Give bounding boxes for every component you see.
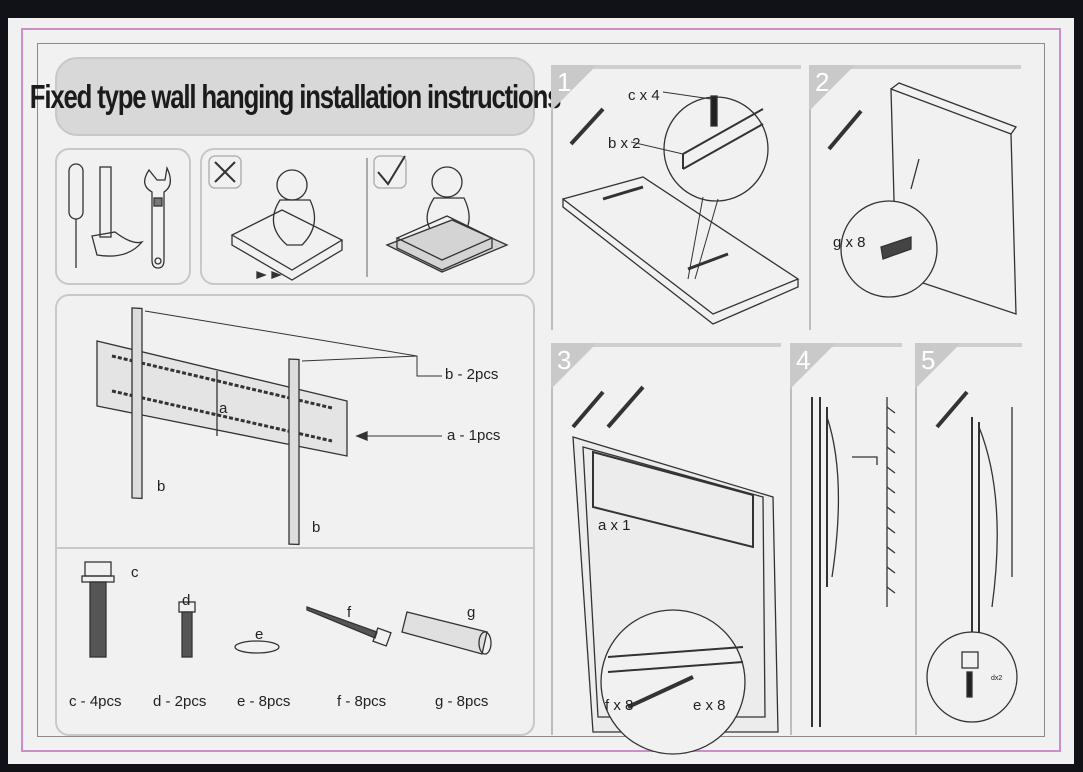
page-title: Fixed type wall hanging installation ins… [29, 77, 562, 115]
anchor-g-icon [401, 611, 492, 655]
screw-f-icon [306, 606, 392, 647]
callout-e-x8: e x 8 [693, 697, 726, 714]
wall-bracket-diagram [96, 307, 442, 546]
instruction-sheet: Fixed type wall hanging installation ins… [8, 18, 1074, 764]
step-number: 1 [557, 67, 572, 97]
step-2-illustration [827, 82, 1018, 315]
pink-border [21, 28, 1061, 752]
part-b-mark: b [157, 478, 166, 495]
step-number: 3 [557, 345, 572, 375]
hammer-icon [91, 166, 144, 257]
step-number: 2 [815, 67, 830, 97]
step-5-illustration [926, 390, 1018, 723]
step-4-panel: 4 [790, 343, 902, 735]
screwdriver-icon [68, 163, 84, 268]
step-2-panel: 2 g x 8 [809, 65, 1021, 330]
step-3-panel: 3 a x 1 f x 8 e x 8 [551, 343, 781, 755]
step-number: 4 [796, 345, 811, 375]
hw-label-e: e - 8pcs [237, 693, 291, 710]
hw-label-f: f - 8pcs [337, 693, 387, 710]
step-3-illustration [571, 385, 779, 755]
step-1-illustration [561, 91, 800, 325]
bolt-c-icon [81, 561, 115, 658]
wrong-x-icon [214, 161, 236, 183]
parts-panel: a b b b - 2pcs a - 1pcs c d e f g c - 4p… [55, 294, 535, 736]
part-a-label: a - 1pcs [447, 427, 501, 444]
callout-f-x8: f x 8 [605, 697, 634, 714]
tools-illustration [68, 163, 171, 269]
callout-d-x2: dx2 [991, 675, 1003, 682]
hw-mark-d: d [182, 592, 191, 609]
step-1-panel: 1 c x 4 b x 2 [551, 65, 801, 330]
correct-check-icon [377, 155, 406, 186]
callout-c-x4: c x 4 [628, 87, 660, 104]
part-b-mark-2: b [312, 519, 321, 536]
tools-panel [55, 148, 191, 285]
handling-panel [200, 148, 535, 285]
part-b-label: b - 2pcs [445, 366, 499, 383]
step-number: 5 [921, 345, 936, 375]
hw-mark-c: c [131, 564, 139, 581]
hw-label-d: d - 2pcs [153, 693, 207, 710]
callout-a-x1: a x 1 [598, 517, 631, 534]
step-4-illustration [811, 397, 896, 727]
part-a-mark: a [219, 400, 228, 417]
hw-label-g: g - 8pcs [435, 693, 489, 710]
bolt-d-icon [178, 601, 196, 658]
inner-border [37, 43, 1045, 737]
callout-b-x2: b x 2 [608, 135, 641, 152]
step-5-panel: 5 dx2 [915, 343, 1022, 735]
callout-g-x8: g x 8 [833, 234, 866, 251]
hw-label-c: c - 4pcs [69, 693, 122, 710]
hardware-illustration [81, 561, 492, 658]
title-banner: Fixed type wall hanging installation ins… [30, 57, 561, 136]
hw-mark-g: g [467, 604, 476, 621]
wrench-icon [144, 165, 171, 269]
washer-e-icon [234, 640, 280, 654]
hw-mark-f: f [347, 604, 352, 621]
hw-mark-e: e [255, 626, 264, 643]
handling-illustration [208, 155, 509, 281]
